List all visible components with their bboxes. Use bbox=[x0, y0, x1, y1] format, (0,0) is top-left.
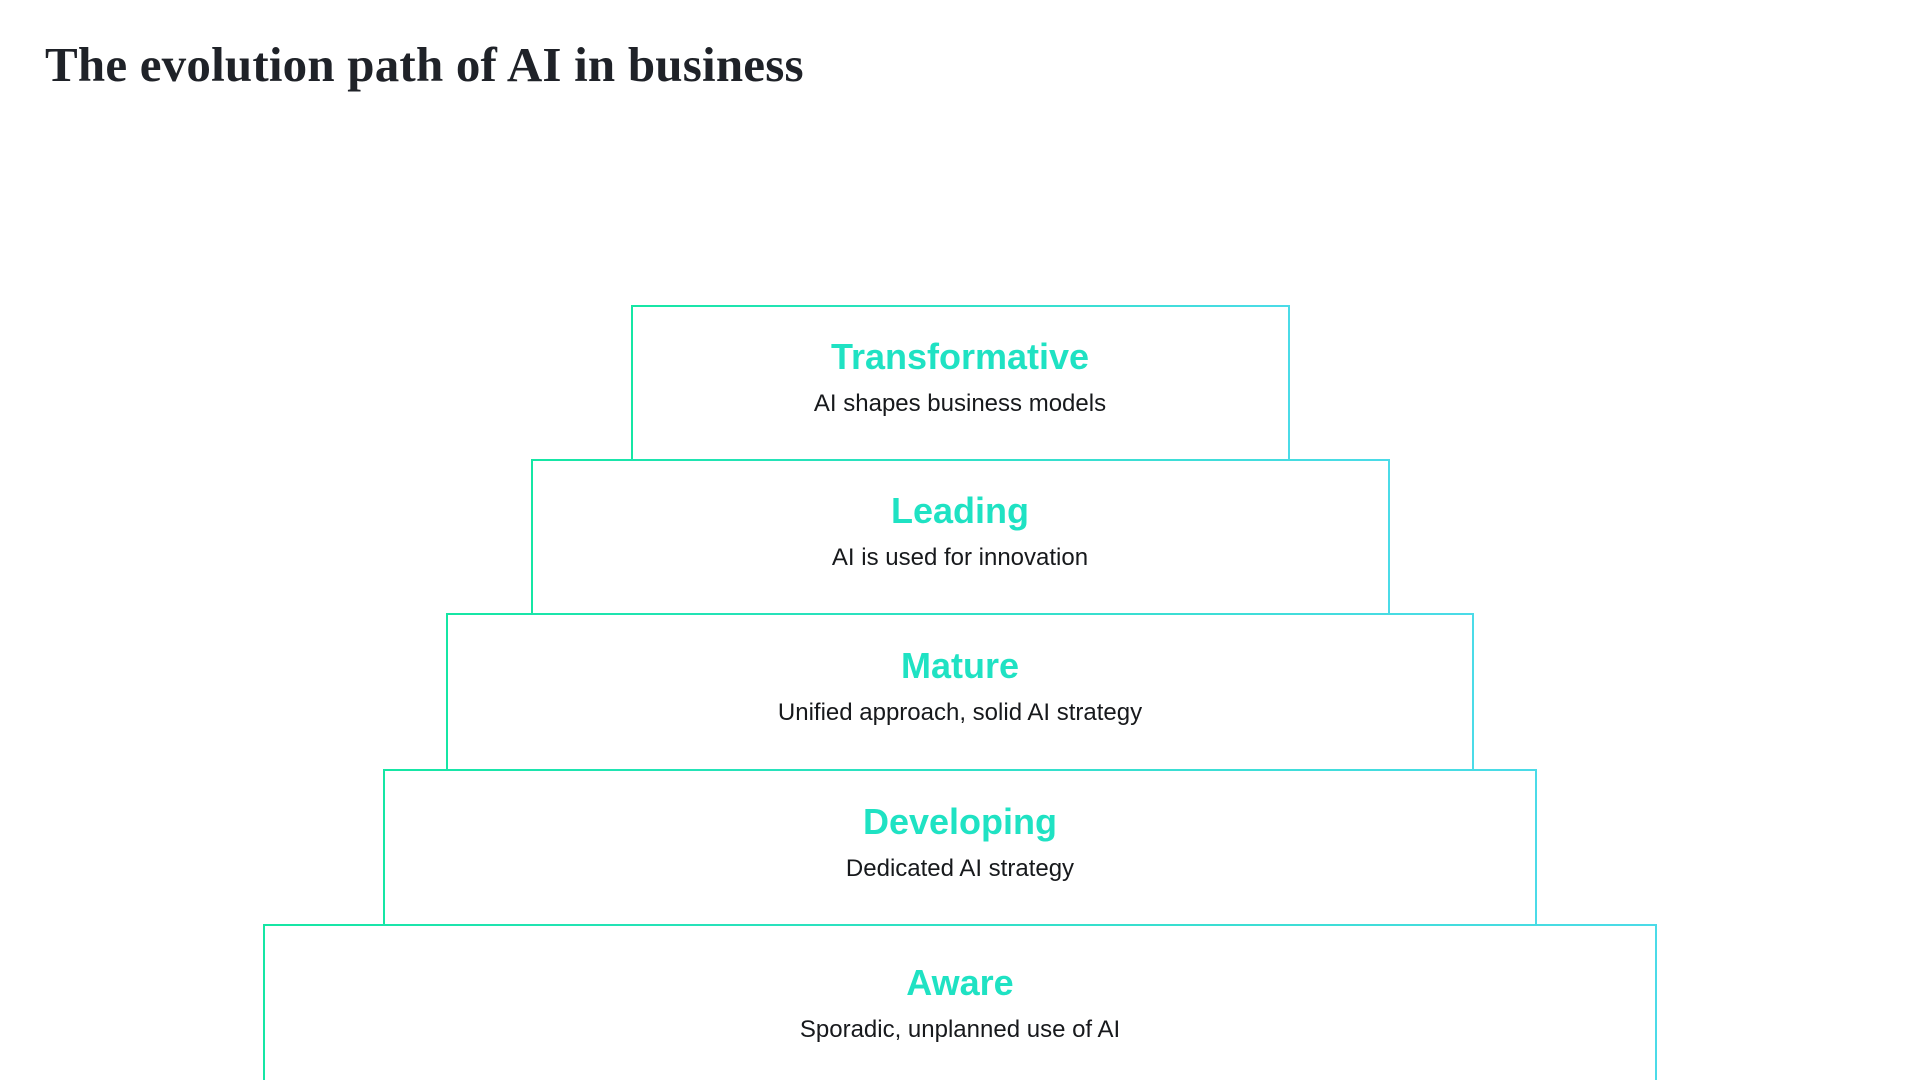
level-description: Dedicated AI strategy bbox=[845, 854, 1075, 882]
level-mature: Mature Unified approach, solid AI strate… bbox=[446, 613, 1474, 771]
level-content: Mature Unified approach, solid AI strate… bbox=[778, 644, 1142, 728]
level-name: Transformative bbox=[830, 336, 1090, 377]
level-name: Aware bbox=[906, 962, 1014, 1003]
level-content: Leading AI is used for innovation bbox=[832, 489, 1088, 573]
level-description: AI shapes business models bbox=[813, 390, 1107, 418]
level-developing: Developing Dedicated AI strategy bbox=[383, 769, 1537, 926]
level-content: Developing Dedicated AI strategy bbox=[846, 800, 1074, 884]
level-name: Developing bbox=[862, 800, 1057, 842]
level-name: Mature bbox=[900, 645, 1020, 686]
level-content: Aware Sporadic, unplanned use of AI bbox=[800, 961, 1120, 1045]
level-description: AI is used for innovation bbox=[831, 544, 1089, 572]
level-aware: Aware Sporadic, unplanned use of AI bbox=[263, 924, 1657, 1080]
level-transformative: Transformative AI shapes business models bbox=[630, 305, 1290, 461]
level-description: Unified approach, solid AI strategy bbox=[777, 699, 1143, 727]
level-description: Sporadic, unplanned use of AI bbox=[799, 1016, 1121, 1044]
level-leading: Leading AI is used for innovation bbox=[530, 459, 1390, 615]
page-title: The evolution path of AI in business bbox=[45, 37, 804, 92]
level-content: Transformative AI shapes business models bbox=[814, 335, 1106, 419]
level-name: Leading bbox=[890, 490, 1029, 531]
ai-evolution-pyramid: Transformative AI shapes business models… bbox=[0, 305, 1920, 1080]
